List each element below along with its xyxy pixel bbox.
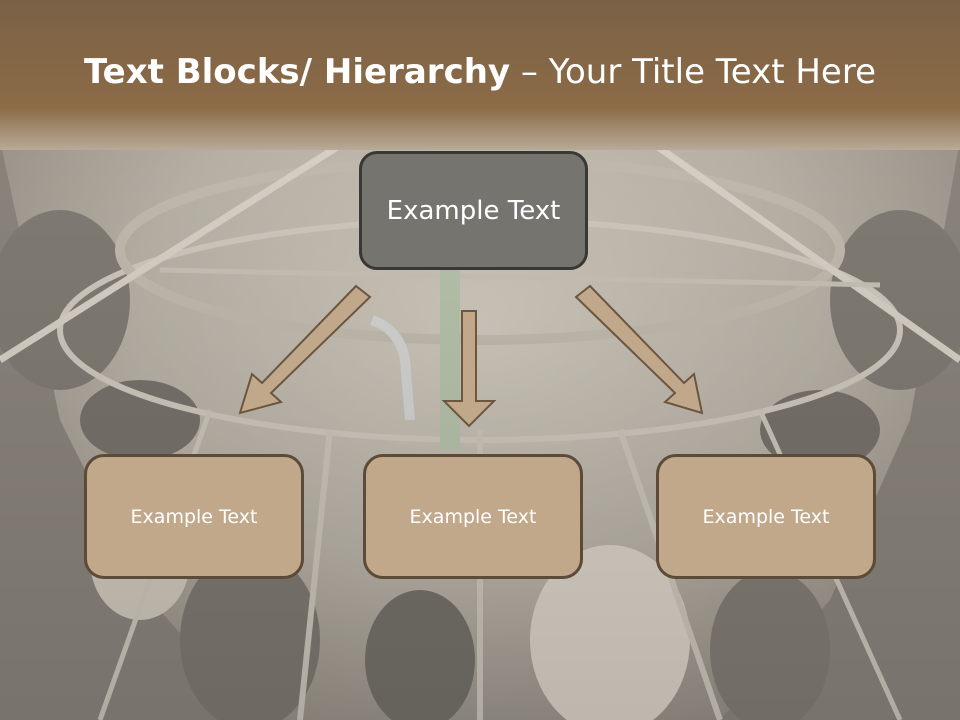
child-box-right: Example Text [656, 454, 876, 579]
arrow-to-left [238, 284, 372, 415]
child-box-middle-text: Example Text [409, 505, 537, 528]
top-box-text: Example Text [386, 195, 561, 226]
title-bold-part: Text Blocks/ Hierarchy [83, 52, 511, 92]
child-box-middle: Example Text [363, 454, 583, 579]
top-level-box: Example Text [359, 151, 588, 270]
title-dash: – [510, 52, 549, 92]
child-box-right-text: Example Text [702, 505, 830, 528]
slide-title: Text Blocks/ Hierarchy – Your Title Text… [0, 52, 960, 92]
arrow-to-right [574, 284, 704, 415]
arrow-to-middle [441, 310, 497, 428]
title-rest: Your Title Text Here [548, 52, 877, 92]
child-box-left-text: Example Text [130, 505, 258, 528]
child-box-left: Example Text [84, 454, 304, 579]
